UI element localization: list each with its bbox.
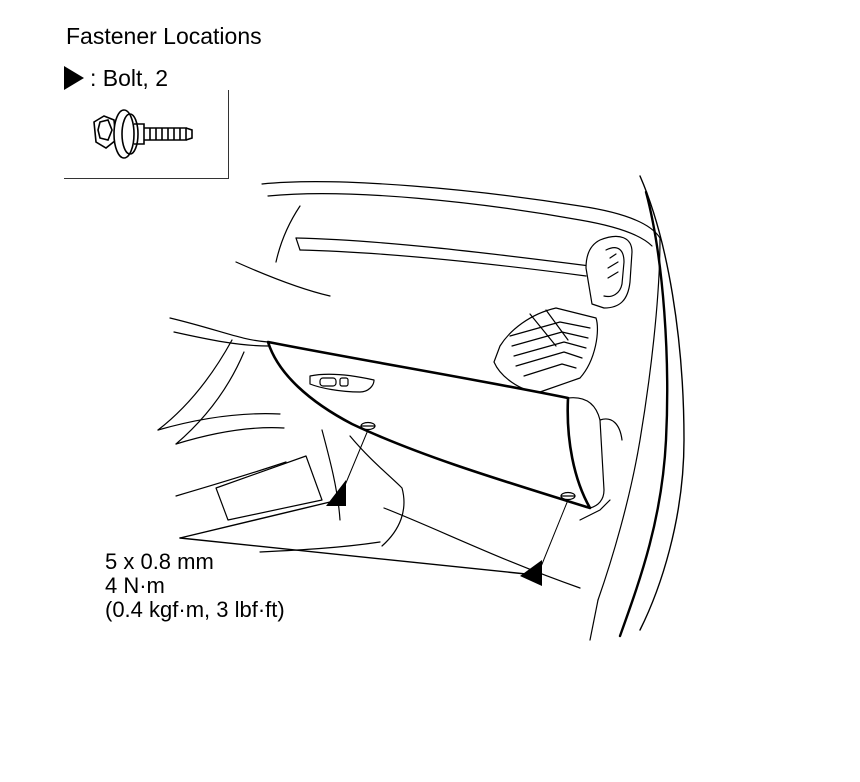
spec-pointer-1	[179, 501, 331, 539]
spec-pointer-2	[179, 537, 527, 575]
legend-bolt: : Bolt, 2	[64, 64, 168, 92]
diagram-title: Fastener Locations	[66, 23, 262, 49]
spec-torque-nm: 4 N·m	[105, 573, 165, 598]
bolt-marker-1-icon	[326, 480, 346, 506]
bolt-illustration-box	[64, 90, 229, 179]
bolt-marker-2-icon	[520, 560, 542, 586]
triangle-marker-icon	[64, 66, 84, 90]
spec-size: 5 x 0.8 mm	[105, 549, 214, 574]
torque-spec: 5 x 0.8 mm 4 N·m (0.4 kgf·m, 3 lbf·ft)	[105, 550, 285, 622]
legend-bolt-label: : Bolt, 2	[90, 65, 168, 91]
dash-top-edge	[261, 181, 661, 239]
spec-torque-alt: (0.4 kgf·m, 3 lbf·ft)	[105, 597, 285, 622]
bolt-icon	[93, 109, 193, 159]
